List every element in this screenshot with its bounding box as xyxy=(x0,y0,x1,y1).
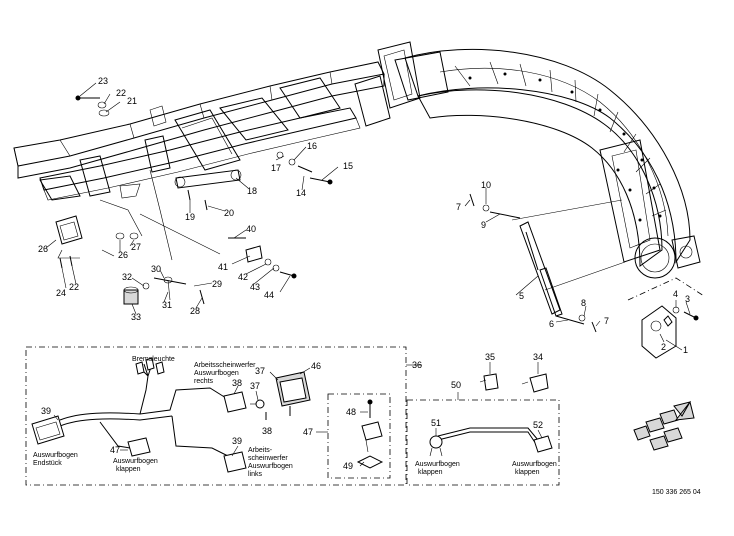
hydraulic-cylinder xyxy=(511,199,626,317)
callout-27: 28 xyxy=(190,306,200,316)
callout-48: 48 xyxy=(346,407,356,417)
connectors-33-34 xyxy=(479,362,549,393)
label-links-3: Auswurfbogen xyxy=(248,463,293,470)
label-klappen47-1: Auswurfbogen xyxy=(113,458,158,465)
callout-4: 4 xyxy=(673,289,678,299)
callout-8: 8 xyxy=(581,298,586,308)
callout-39a: 38 xyxy=(232,378,242,388)
label-klappen52-1: Auswurfbogen xyxy=(512,461,557,468)
callout-1: 1 xyxy=(683,345,688,355)
callout-37: 37 xyxy=(250,381,260,391)
callout-41: 40 xyxy=(246,224,256,234)
callout-33: 34 xyxy=(533,352,543,362)
label-klappen51-2: klappen xyxy=(418,469,443,476)
label-rechts-1: Arbeitsscheinwerfer xyxy=(194,362,256,369)
callout-19: 19 xyxy=(185,212,195,222)
callout-22b: 22 xyxy=(69,282,79,292)
callout-20: 20 xyxy=(224,208,234,218)
callout-36: 37 xyxy=(255,366,265,376)
callout-30: 31 xyxy=(162,300,172,310)
callout-40: 39 xyxy=(41,406,51,416)
callout-22: 22 xyxy=(116,88,126,98)
callout-23b: 24 xyxy=(56,288,66,298)
callout-49: 49 xyxy=(343,461,353,471)
callout-14: 14 xyxy=(296,188,306,198)
label-klappen51-1: Auswurfbogen xyxy=(415,461,460,468)
label-rechts-3: rechts xyxy=(194,378,214,385)
drawing-number: 150 336 265 04 xyxy=(652,489,701,496)
callout-16: 16 xyxy=(307,141,317,151)
callout-47b: 47 xyxy=(303,427,313,437)
callout-31: 32 xyxy=(122,272,132,282)
callout-50: 50 xyxy=(451,380,461,390)
callout-39b: 39 xyxy=(232,436,242,446)
discharge-chute xyxy=(404,48,701,279)
callout-5: 5 xyxy=(519,291,524,301)
callout-28: 29 xyxy=(212,279,222,289)
callout-32: 33 xyxy=(131,312,141,322)
label-bremsleuchte: Bremsleuchte xyxy=(132,356,175,363)
callout-38: 38 xyxy=(262,426,272,436)
callout-46: 46 xyxy=(311,361,321,371)
callout-34: 35 xyxy=(485,352,495,362)
callout-25: 26 xyxy=(118,250,128,260)
callout-52: 52 xyxy=(533,420,543,430)
label-links-1: Arbeits- xyxy=(248,447,273,454)
label-klappen52-2: klappen xyxy=(515,469,540,476)
callout-21: 21 xyxy=(127,96,137,106)
callout-6: 6 xyxy=(549,319,554,329)
callout-2: 2 xyxy=(661,342,666,352)
callout-23: 23 xyxy=(98,76,108,86)
callout-26: 27 xyxy=(131,242,141,252)
descriptive-labels: Bremsleuchte Arbeitsscheinwerfer Auswurf… xyxy=(33,356,701,496)
callout-3: 3 xyxy=(685,294,690,304)
callout-43: 42 xyxy=(238,272,248,282)
callout-42: 41 xyxy=(218,262,228,272)
callout-47a: 47 xyxy=(110,445,120,455)
label-rechts-2: Auswurfbogen xyxy=(194,370,239,377)
electrical-kit-box xyxy=(25,346,422,486)
callout-17: 17 xyxy=(271,163,281,173)
callout-7b: 7 xyxy=(604,316,609,326)
callout-7a: 7 xyxy=(456,202,461,212)
label-links-4: links xyxy=(248,471,263,478)
callout-45: 44 xyxy=(264,290,274,300)
machine-frame xyxy=(13,41,449,201)
label-endstueck-2: Endstück xyxy=(33,460,62,467)
callout-51: 51 xyxy=(431,418,441,428)
callout-18: 18 xyxy=(247,186,257,196)
callout-15: 15 xyxy=(343,161,353,171)
callout-24: 26 xyxy=(38,244,48,254)
hardware-details xyxy=(55,95,705,359)
label-endstueck-1: Auswurfbogen xyxy=(33,452,78,459)
direction-arrow-icon xyxy=(633,400,695,451)
callout-9: 9 xyxy=(481,220,486,230)
part-number-labels: 23 22 21 16 15 17 14 18 19 20 26 26 27 2… xyxy=(38,76,690,471)
callout-29: 30 xyxy=(151,264,161,274)
callout-44: 43 xyxy=(250,282,260,292)
cable-box-50 xyxy=(406,392,560,486)
leader-lines xyxy=(45,82,691,351)
callout-10: 10 xyxy=(481,180,491,190)
label-klappen47-2: klappen xyxy=(116,466,141,473)
label-links-2: scheinwerfer xyxy=(248,455,288,462)
callout-35: 36 xyxy=(412,360,422,370)
